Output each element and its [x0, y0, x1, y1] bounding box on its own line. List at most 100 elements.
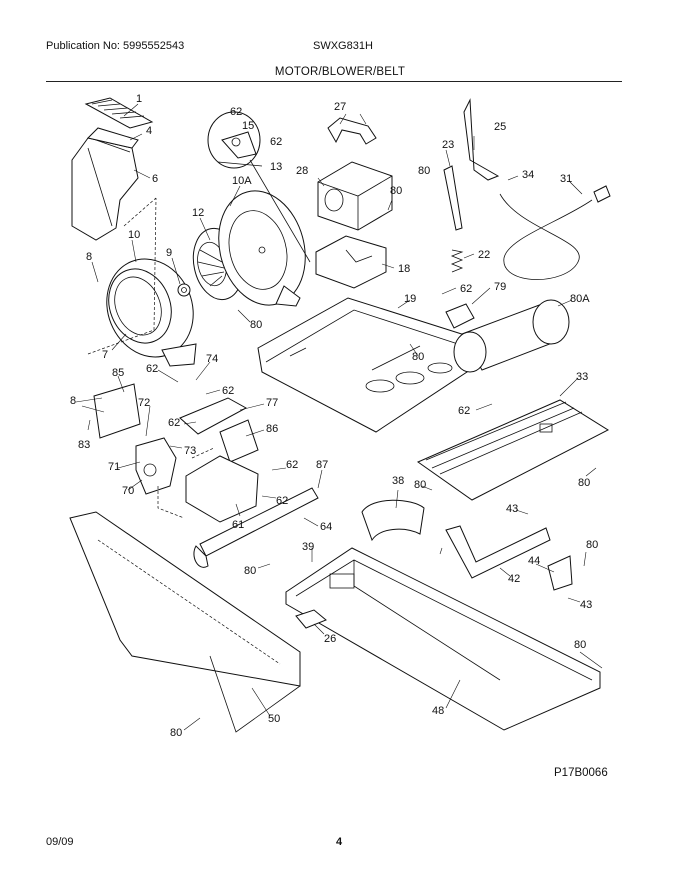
callout-43: 43: [506, 503, 518, 515]
footer-date: 09/09: [46, 836, 74, 848]
callout-39: 39: [302, 541, 314, 553]
burner-funnel: [185, 455, 259, 523]
dryer-base: [285, 547, 601, 731]
callout-23: 23: [442, 139, 454, 151]
callout-12: 12: [192, 207, 204, 219]
assembly-guides: [87, 197, 215, 519]
motor-mount-clip: [327, 117, 377, 145]
callout-25: 25: [494, 121, 506, 133]
blower-housing: [106, 258, 197, 367]
callout-4: 4: [146, 125, 152, 137]
blower-washer: [177, 283, 191, 297]
callout-62: 62: [230, 106, 242, 118]
publication-number: Publication No: 5995552543: [46, 40, 185, 52]
callout-86: 86: [266, 423, 278, 435]
callout-80: 80: [390, 185, 402, 197]
diagram-code: P17B0066: [554, 767, 608, 779]
power-cord: [499, 193, 593, 280]
callout-62: 62: [222, 385, 234, 397]
callout-18: 18: [398, 263, 410, 275]
callout-15: 15: [242, 120, 254, 132]
callout-50: 50: [268, 713, 280, 725]
callout-leaders: [75, 103, 603, 731]
idler-spring: [450, 249, 464, 273]
callout-26: 26: [324, 633, 336, 645]
header-rule: [46, 81, 622, 82]
callout-80: 80: [244, 565, 256, 577]
callout-22: 22: [478, 249, 490, 261]
lint-duct: [416, 399, 610, 501]
callout-74: 74: [206, 353, 218, 365]
idler-rod: [463, 98, 500, 181]
burner-assembly: [179, 397, 248, 435]
callout-71: 71: [108, 461, 120, 473]
callout-34: 34: [522, 169, 534, 181]
callout-1: 1: [136, 93, 142, 105]
burner-tube: [199, 487, 319, 557]
motor-bracket: [315, 235, 387, 289]
callout-62: 62: [270, 136, 282, 148]
callout-62: 62: [276, 495, 288, 507]
motor-switch: [445, 303, 475, 329]
callout-87: 87: [316, 459, 328, 471]
callout-79: 79: [494, 281, 506, 293]
callout-8: 8: [86, 251, 92, 263]
callout-62: 62: [460, 283, 472, 295]
ignitor-bracket: [219, 419, 259, 463]
callout-80: 80: [170, 727, 182, 739]
callout-64: 64: [320, 521, 332, 533]
callout-8: 8: [70, 395, 76, 407]
callout-80: 80: [412, 351, 424, 363]
callout-80: 80: [586, 539, 598, 551]
callout-33: 33: [576, 371, 588, 383]
callout-62: 62: [146, 363, 158, 375]
base-pad: [295, 609, 327, 629]
callout-10a: 10A: [232, 175, 252, 187]
callout-61: 61: [232, 519, 244, 531]
callout-80: 80: [250, 319, 262, 331]
callout-13: 13: [270, 161, 282, 173]
callout-42: 42: [508, 573, 520, 585]
callout-27: 27: [334, 101, 346, 113]
callout-31: 31: [560, 173, 572, 185]
callout-80: 80: [574, 639, 586, 651]
callout-28: 28: [296, 165, 308, 177]
callout-43: 43: [580, 599, 592, 611]
switch-panel: [93, 383, 141, 439]
callout-48: 48: [432, 705, 444, 717]
duct-support: [445, 525, 551, 579]
page-title: MOTOR/BLOWER/BELT: [274, 66, 406, 78]
callout-62: 62: [286, 459, 298, 471]
callout-77: 77: [266, 397, 278, 409]
callout-70: 70: [122, 485, 134, 497]
callout-labels: 1 4 6 10 10A 12 62 15 62 13 27 28 80 25 …: [70, 93, 598, 739]
callout-80: 80: [414, 479, 426, 491]
drive-motor: [317, 161, 393, 231]
burner-shield: [69, 511, 301, 733]
blower-housing-rear: [218, 190, 306, 307]
drum-motor-tube: [453, 299, 570, 373]
callout-80: 80: [418, 165, 430, 177]
duct-elbow: [361, 499, 425, 542]
motor-base-plate: [257, 297, 471, 433]
callout-80: 80: [578, 477, 590, 489]
callout-10: 10: [128, 229, 140, 241]
callout-19: 19: [404, 293, 416, 305]
callout-9: 9: [166, 247, 172, 259]
idler-arm: [443, 165, 463, 231]
callout-73: 73: [184, 445, 196, 457]
callout-6: 6: [152, 173, 158, 185]
callout-44: 44: [528, 555, 540, 567]
callout-85: 85: [112, 367, 124, 379]
callout-80a: 80A: [570, 293, 590, 305]
callout-38: 38: [392, 475, 404, 487]
callout-72: 72: [138, 397, 150, 409]
callout-7: 7: [102, 349, 108, 361]
model-number: SWXG831H: [313, 40, 373, 52]
exhaust-duct: [71, 127, 139, 241]
callout-62: 62: [458, 405, 470, 417]
detail-bracket: [207, 111, 311, 263]
page-number: 4: [336, 836, 343, 848]
vent-grille: [84, 97, 154, 129]
